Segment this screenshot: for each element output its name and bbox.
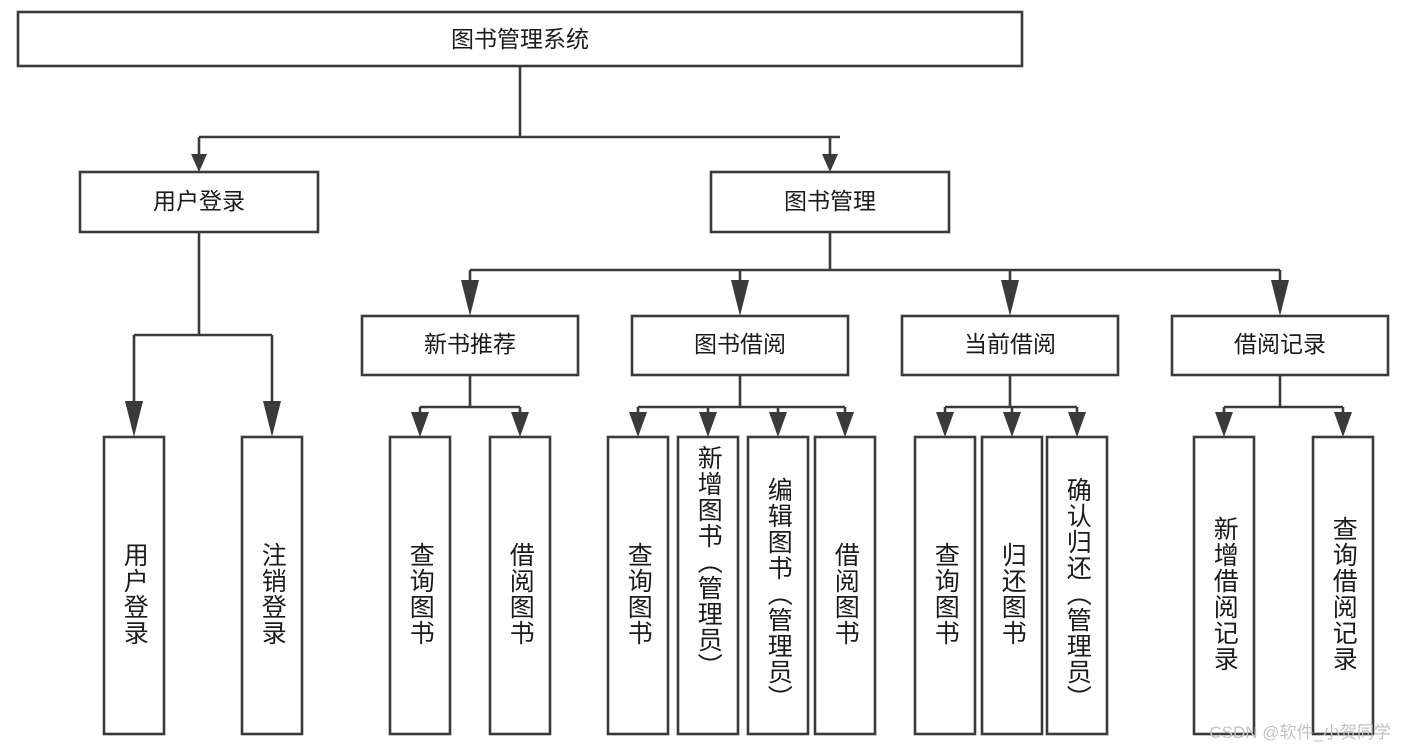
arrow-head-leaf-recommend-borrow — [511, 412, 529, 437]
arrow-head-leaf-record-add — [1215, 412, 1233, 437]
csdn-watermark: CSDN @软件_小贺同学 — [1209, 723, 1391, 742]
node-borrow-record-box — [1170, 314, 1390, 377]
node-book-management[interactable]: 图书管理 — [709, 170, 951, 234]
leaf-box-current-return[interactable] — [980, 435, 1044, 736]
node-current-borrow-box — [900, 314, 1120, 377]
arrow-head-leaf-recommend-query — [411, 412, 429, 437]
node-new-book-recommend[interactable]: 新书推荐 — [360, 314, 580, 377]
node-book-management-label: 图书管理 — [784, 188, 876, 214]
node-book-borrow-label: 图书借阅 — [694, 331, 786, 357]
node-root-system-box — [16, 10, 1024, 68]
arrow-head-leaf-borrow-add — [699, 412, 717, 437]
leaf-box-current-confirm[interactable] — [1045, 435, 1109, 736]
arrow-head-leaf-record-query — [1334, 412, 1352, 437]
node-new-book-recommend-box — [360, 314, 580, 377]
node-book-borrow[interactable]: 图书借阅 — [630, 314, 850, 377]
node-borrow-record-label: 借阅记录 — [1234, 331, 1326, 357]
node-borrow-record[interactable]: 借阅记录 — [1170, 314, 1390, 377]
node-book-management-box — [709, 170, 951, 234]
leaf-box-borrow-edit[interactable] — [746, 435, 810, 736]
arrow-head-to-user-login — [191, 154, 207, 172]
arrow-head-leaf-current-confirm — [1068, 412, 1086, 437]
node-root-system[interactable]: 图书管理系统 — [16, 10, 1024, 68]
leaf-box-borrow-add[interactable] — [676, 435, 740, 736]
arrow-head-leaf-borrow-query — [629, 412, 647, 437]
arrow-head-leaf-borrow-edit — [769, 412, 787, 437]
leaf-box-borrow-query[interactable] — [606, 435, 670, 736]
arrow-head-to-book-management — [822, 154, 838, 172]
arrow-head-to-new-book-recommend — [461, 280, 479, 316]
leaf-box-current-query[interactable] — [913, 435, 977, 736]
node-book-borrow-box — [630, 314, 850, 377]
arrow-head-leaf-borrow-lend — [836, 412, 854, 437]
leaf-box-logout[interactable] — [240, 435, 304, 736]
arrow-head-to-book-borrow — [731, 280, 749, 316]
leaf-box-user-login[interactable] — [102, 435, 166, 736]
arrow-head-leaf-current-query — [936, 412, 954, 437]
leaf-box-recommend-borrow[interactable] — [488, 435, 552, 736]
node-user-login[interactable]: 用户登录 — [78, 170, 320, 234]
node-current-borrow-label: 当前借阅 — [964, 331, 1056, 357]
leaf-box-record-query[interactable] — [1311, 435, 1375, 736]
arrow-head-leaf-current-return — [1003, 412, 1021, 437]
node-user-login-label: 用户登录 — [153, 188, 245, 214]
arrow-head-leaf-user-login — [125, 401, 143, 437]
node-new-book-recommend-label: 新书推荐 — [424, 331, 516, 357]
arrow-head-to-borrow-record — [1271, 280, 1289, 316]
arrow-head-leaf-logout — [263, 401, 281, 437]
node-current-borrow[interactable]: 当前借阅 — [900, 314, 1120, 377]
leaf-box-record-add[interactable] — [1192, 435, 1256, 736]
node-root-system-label: 图书管理系统 — [451, 26, 589, 52]
leaf-box-borrow-lend[interactable] — [813, 435, 877, 736]
leaf-box-recommend-query[interactable] — [388, 435, 452, 736]
arrow-head-to-current-borrow — [1001, 280, 1019, 316]
